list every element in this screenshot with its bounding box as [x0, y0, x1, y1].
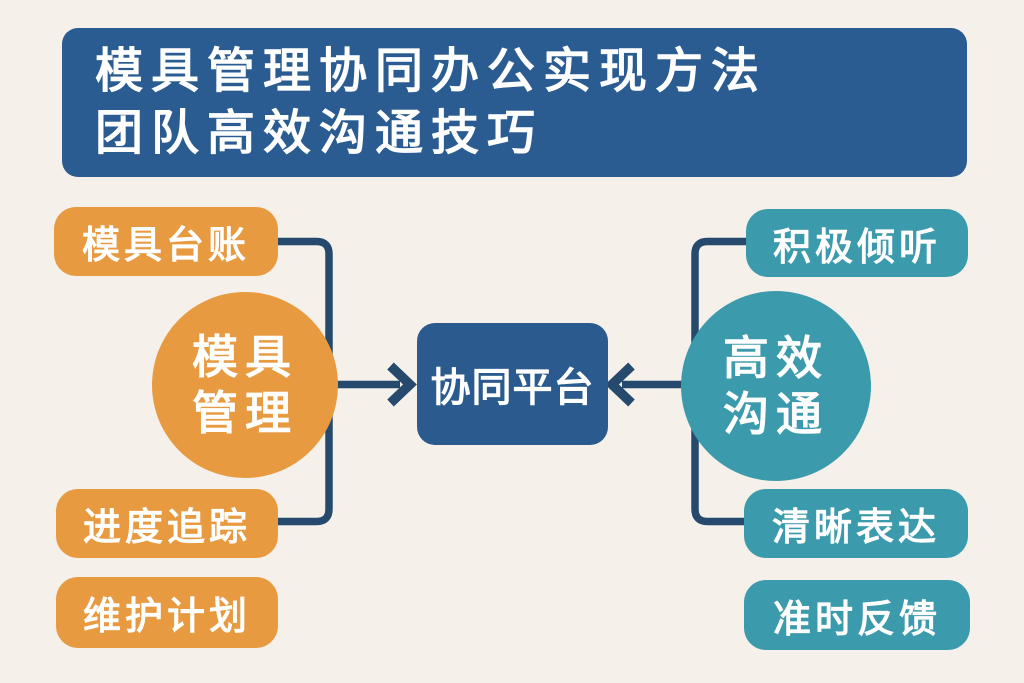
- right-branch-bottom-pill: 准时反馈: [744, 580, 970, 650]
- right-branch-top-label: 积极倾听: [772, 226, 941, 269]
- left-hub-label-line1: 模具: [192, 330, 298, 383]
- right-branch-middle-pill: 清晰表达: [744, 489, 968, 558]
- right-hub-label-line1: 高效: [723, 331, 829, 384]
- right-hub-circle: 高效 沟通: [681, 291, 871, 481]
- right-branch-middle-label: 清晰表达: [771, 507, 940, 549]
- left-hub-circle: 模具 管理: [152, 292, 338, 478]
- left-branch-top-label: 模具台账: [81, 225, 250, 267]
- title-line-2: 团队高效沟通技巧: [95, 106, 544, 160]
- right-branch-bottom-label: 准时反馈: [772, 598, 941, 641]
- center-platform-label: 协同平台: [430, 366, 595, 410]
- header-banner: 模具管理协同办公实现方法 团队高效沟通技巧: [62, 28, 967, 177]
- left-branch-middle-label: 进度追踪: [82, 507, 251, 549]
- left-hub-label-line2: 管理: [192, 387, 298, 439]
- left-branch-bottom-pill: 维护计划: [56, 577, 278, 648]
- left-arrow: [334, 362, 417, 407]
- title-line-1: 模具管理协同办公实现方法: [95, 44, 768, 98]
- right-hub-label-line2: 沟通: [723, 388, 829, 440]
- center-platform-node: 协同平台: [417, 323, 608, 445]
- right-arrow: [605, 362, 688, 407]
- left-branch-top-pill: 模具台账: [54, 207, 278, 276]
- left-branch-bottom-label: 维护计划: [82, 596, 251, 638]
- left-branch-middle-pill: 进度追踪: [56, 489, 278, 558]
- right-branch-top-pill: 积极倾听: [746, 209, 968, 277]
